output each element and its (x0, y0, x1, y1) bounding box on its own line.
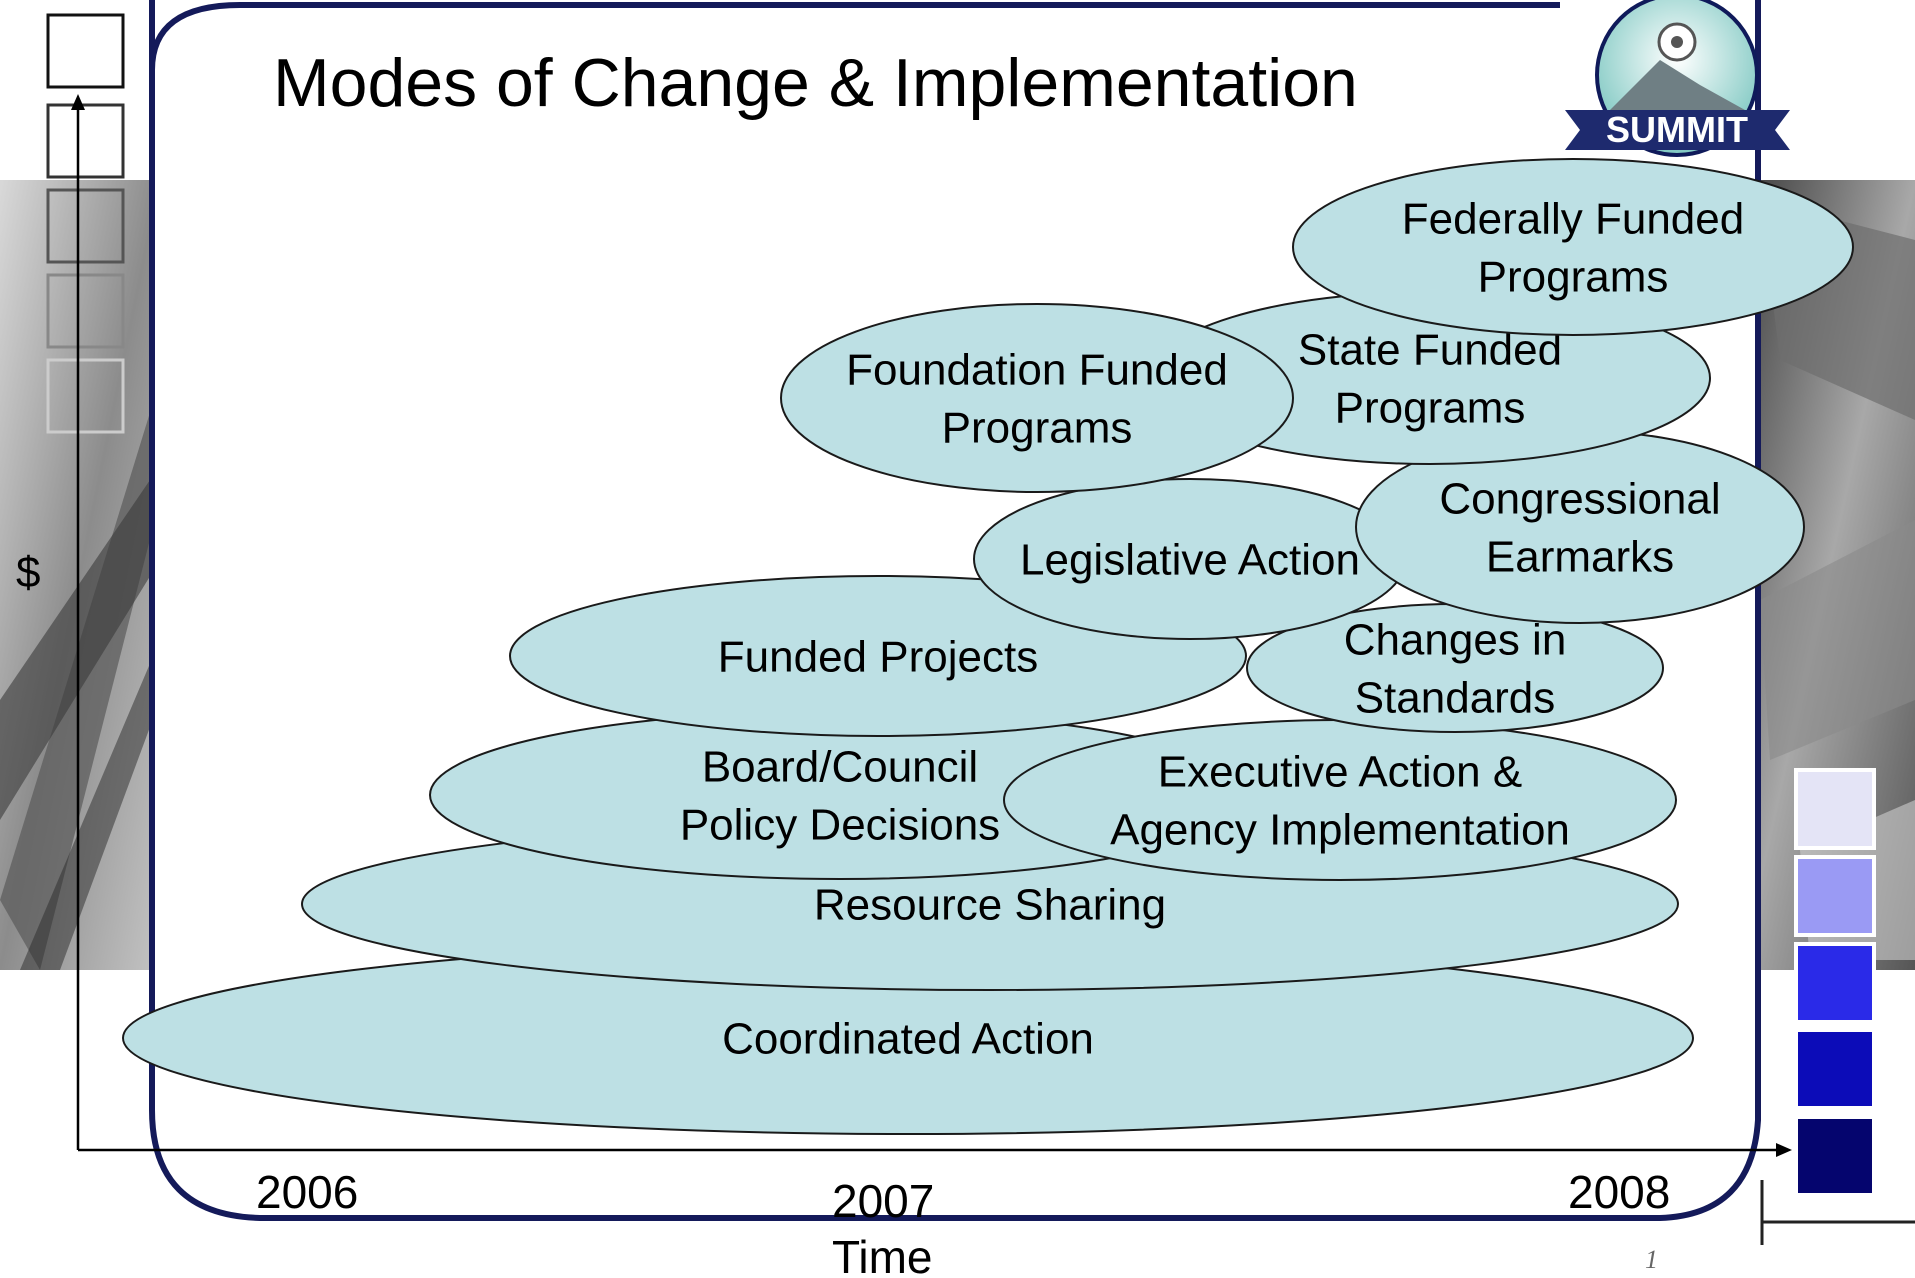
logo-text: SUMMIT (1606, 109, 1748, 150)
foundation-funded-programs-label-line-2: Programs (942, 403, 1133, 452)
resource-sharing-label-line-1: Resource Sharing (814, 880, 1166, 929)
executive-action-label-line-1: Executive Action & (1158, 747, 1522, 796)
x-tick-2007: 2007 (832, 1175, 935, 1227)
executive-action-ellipse: Executive Action & Agency Implementation (1003, 719, 1677, 881)
federally-funded-programs-label-line-1: Federally Funded (1402, 194, 1744, 243)
color-swatch-stack (1794, 768, 1876, 1197)
federally-funded-programs-shape (1292, 158, 1854, 336)
x-axis-label: Time (832, 1231, 933, 1278)
legislative-action-label-line-1: Legislative Action (1020, 535, 1360, 584)
changes-in-standards-ellipse: Changes in Standards (1246, 603, 1664, 733)
federally-funded-programs-label-line-2: Programs (1478, 252, 1669, 301)
x-tick-2008: 2008 (1568, 1166, 1671, 1218)
coordinated-action-label-line-1: Coordinated Action (722, 1014, 1094, 1063)
executive-action-shape (1003, 719, 1677, 881)
slide-number: 1 (1645, 1245, 1658, 1274)
board-council-policy-label-line-1: Board/Council (702, 742, 978, 791)
slide-title: Modes of Change & Implementation (273, 45, 1358, 121)
left-square-stack (46, 13, 125, 434)
foundation-funded-programs-label-line-1: Foundation Funded (846, 345, 1228, 394)
axes (71, 94, 1792, 1157)
left-photo-strip (0, 180, 160, 970)
y-axis-label: $ (16, 548, 41, 597)
foundation-funded-programs-shape (780, 303, 1294, 493)
changes-in-standards-label-line-2: Standards (1355, 673, 1556, 722)
executive-action-label-line-2: Agency Implementation (1110, 805, 1570, 854)
ellipse-layer: Coordinated Action Resource Sharing Board/… (122, 158, 1854, 1135)
legislative-action-ellipse: Legislative Action (973, 478, 1407, 640)
summit-logo: SUMMIT (1565, 0, 1790, 157)
congressional-earmarks-label-line-1: Congressional (1439, 474, 1720, 523)
board-council-policy-label-line-2: Policy Decisions (680, 800, 1000, 849)
changes-in-standards-label-line-1: Changes in (1344, 615, 1567, 664)
state-funded-programs-label-line-2: Programs (1335, 383, 1526, 432)
x-tick-2006: 2006 (256, 1166, 359, 1218)
funded-projects-label-line-1: Funded Projects (718, 632, 1038, 681)
congressional-earmarks-label-line-2: Earmarks (1486, 532, 1674, 581)
